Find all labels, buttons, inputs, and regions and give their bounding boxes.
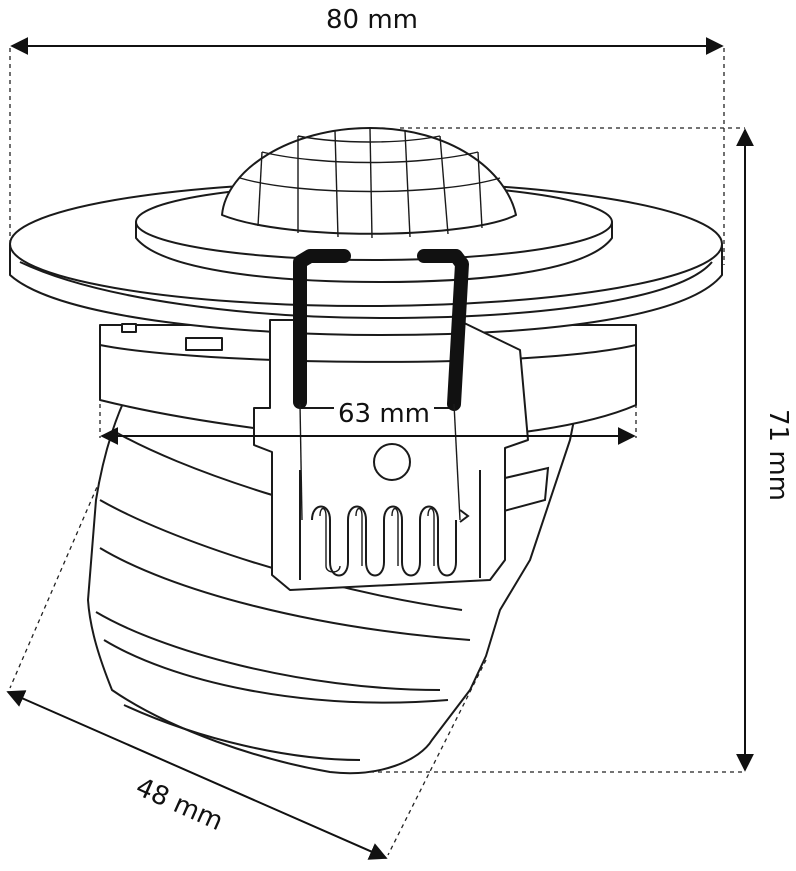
- left-clip: [293, 249, 351, 409]
- pir-dome-lens: [221, 127, 517, 239]
- label-63-bg: [334, 400, 434, 430]
- dim-label-63: 63 mm: [338, 399, 430, 429]
- dim-label-80: 80 mm: [326, 5, 418, 35]
- bracket-screw: [373, 443, 411, 481]
- dim-arrow-48: [6, 690, 388, 860]
- dimension-arrows: [6, 37, 754, 860]
- dim-label-71: 71 mm: [763, 409, 793, 501]
- spring-clips: [293, 249, 469, 521]
- spring-coil-icon: [311, 505, 457, 577]
- right-clip: [417, 249, 469, 411]
